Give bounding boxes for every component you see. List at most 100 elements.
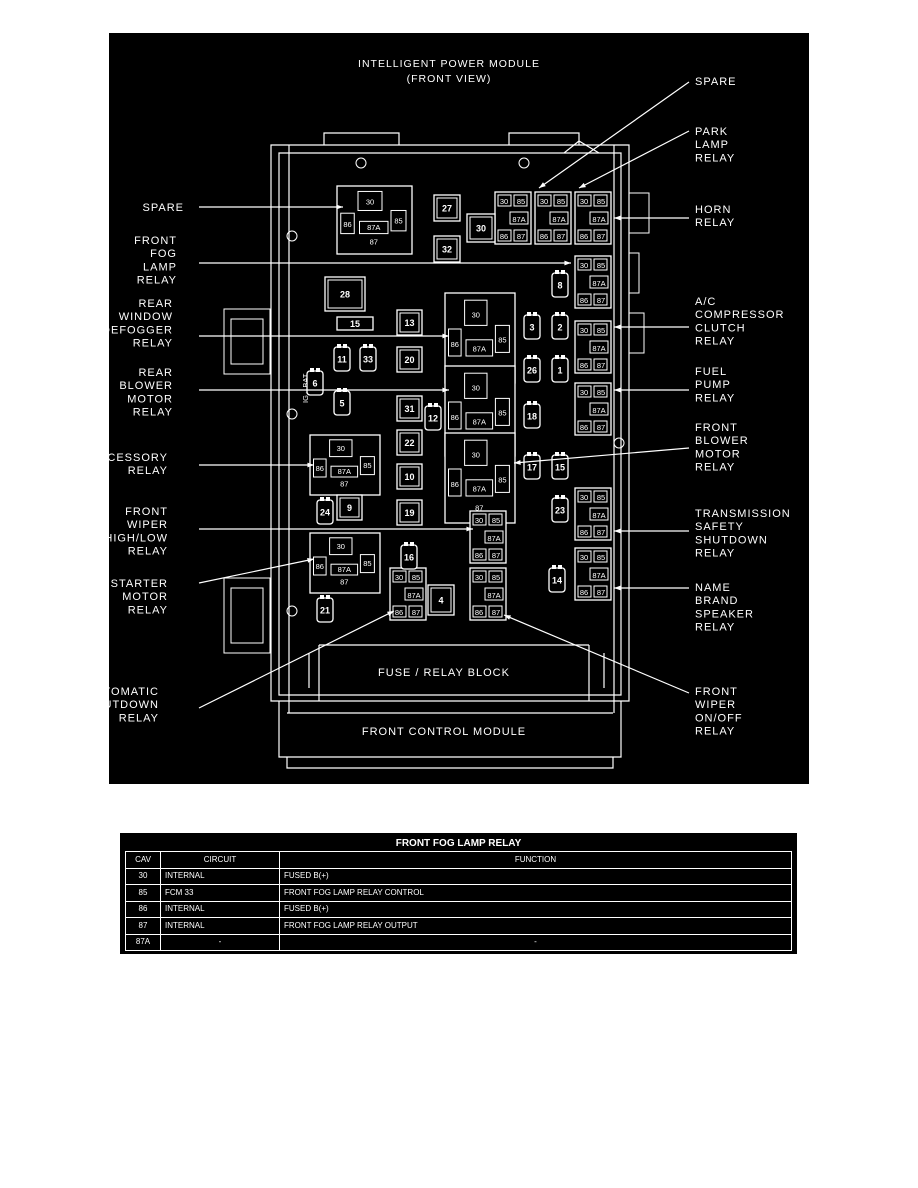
fuse: 1 (551, 355, 569, 383)
fuse-number: 28 (340, 290, 350, 300)
callout-line: BRAND (695, 595, 739, 607)
pin-30-label: 30 (580, 493, 588, 502)
fuse-number: 9 (347, 503, 352, 513)
leader-line (503, 614, 690, 694)
pin-30-label: 30 (366, 197, 374, 206)
pin-87-label: 87 (597, 361, 605, 370)
col-header-cav: CAV (125, 851, 161, 869)
leader-line (614, 528, 689, 534)
callout-line: REAR (138, 367, 173, 379)
pin-87a-label: 87A (592, 279, 605, 288)
callout-line: MOTOR (122, 591, 168, 603)
leader-line (614, 585, 689, 591)
callout-line: LAMP (143, 261, 177, 273)
relay-pinout-table: FRONT FOG LAMP RELAY CAV CIRCUIT FUNCTIO… (125, 837, 792, 951)
fuse: 4 (427, 584, 455, 616)
pin-30-label: 30 (580, 326, 588, 335)
pin-86-label: 86 (451, 413, 459, 422)
leader-line (199, 260, 571, 266)
table-row: 87A-- (125, 933, 792, 951)
fuse: 9 (336, 494, 363, 521)
callout-line: RELAY (128, 465, 168, 477)
callout-line: FUEL (695, 366, 727, 378)
pin-87a-label: 87A (592, 511, 605, 520)
fuse: 15 (336, 316, 374, 331)
callout-line: SHUTDOWN (109, 699, 159, 711)
power-module-diagram: INTELLIGENT POWER MODULE (FRONT VIEW) FU… (109, 33, 809, 784)
diagram-subtitle: (FRONT VIEW) (407, 73, 492, 85)
fuse: 31 (396, 395, 423, 422)
fuse-number: 18 (527, 412, 537, 422)
fuse-number: 13 (404, 318, 414, 328)
callout-line: RELAY (695, 152, 735, 164)
pin-87-label: 87 (340, 578, 348, 587)
callout-line: FOG (150, 248, 177, 260)
fuse: 24 (316, 497, 334, 525)
pin-87a-label: 87A (473, 485, 486, 494)
pin-30-label: 30 (472, 310, 480, 319)
pin-85-label: 85 (597, 326, 605, 335)
cell-circuit: INTERNAL (160, 867, 280, 885)
fuse-number: 15 (555, 463, 565, 473)
pin-87-label: 87 (597, 232, 605, 241)
fuse: 6 (306, 368, 324, 396)
callout-line: RELAY (133, 407, 173, 419)
callout-line: WIPER (695, 699, 736, 711)
fuse-number: 12 (428, 414, 438, 424)
pin-86-label: 86 (580, 588, 588, 597)
right-callout: SPARE (695, 76, 735, 88)
pin-86-label: 86 (451, 340, 459, 349)
fuse: 17 (523, 452, 541, 480)
fuse-number: 21 (320, 606, 330, 616)
pin-87-label: 87 (517, 232, 525, 241)
pin-87a-label: 87A (487, 534, 500, 543)
fuse: 20 (396, 346, 423, 373)
pin-30-label: 30 (472, 450, 480, 459)
fuse-number: 15 (350, 319, 360, 329)
ig-bat-label: IG↔BAT (301, 373, 310, 403)
pin-85-label: 85 (597, 261, 605, 270)
pin-87a-label: 87A (407, 591, 420, 600)
fuse-number: 10 (404, 472, 414, 482)
callout-line: NAME (695, 582, 731, 594)
callout-line: RELAY (119, 712, 159, 724)
pin-30-label: 30 (395, 573, 403, 582)
pin-30-label: 30 (580, 197, 588, 206)
leader-line (198, 557, 315, 584)
pin-87a-label: 87A (552, 215, 565, 224)
fuse-number: 23 (555, 506, 565, 516)
fuse-number: 32 (442, 245, 452, 255)
fuse-number: 24 (320, 508, 330, 518)
pin-86-label: 86 (451, 480, 459, 489)
pin-87-label: 87 (475, 503, 483, 512)
leader-line (198, 610, 395, 709)
callout-line: RELAY (695, 392, 735, 404)
fuse-number: 27 (442, 204, 452, 214)
fuse-number: 17 (527, 463, 537, 473)
pin-87a-label: 87A (512, 215, 525, 224)
pin-87-label: 87 (557, 232, 565, 241)
callout-line: MOTOR (127, 393, 173, 405)
pin-87-label: 87 (597, 296, 605, 305)
fuse-number: 2 (557, 323, 562, 333)
pin-87a-label: 87A (473, 345, 486, 354)
callout-line: HORN (695, 204, 731, 216)
callout-line: FRONT (134, 235, 177, 247)
callout-line: SPEAKER (695, 608, 754, 620)
fuse: 12 (424, 403, 442, 431)
callout-line: REAR (138, 298, 173, 310)
fuse: 26 (523, 355, 541, 383)
fuse-relay-block-label: FUSE / RELAY BLOCK (378, 667, 510, 679)
leader-line (614, 387, 689, 393)
